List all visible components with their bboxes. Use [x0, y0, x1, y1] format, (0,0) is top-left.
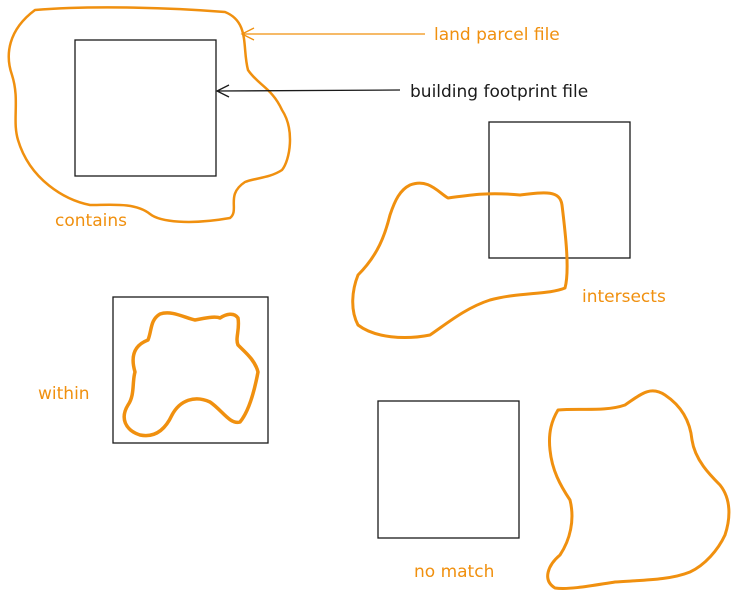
within-example: within [38, 296, 269, 444]
contains-example: contains [7, 6, 292, 231]
legend-callouts: land parcel file building footprint file [215, 25, 588, 102]
contains-building-footprint [74, 39, 217, 177]
land-parcel-arrowhead [240, 27, 255, 41]
no-match-building-footprint [377, 400, 520, 539]
building-footprint-arrowhead [215, 84, 230, 98]
contains-label: contains [55, 211, 127, 231]
intersects-example: intersects [351, 121, 666, 340]
within-land-parcel [122, 311, 260, 438]
land-parcel-label: land parcel file [434, 25, 560, 45]
intersects-label: intersects [582, 287, 666, 307]
no-match-land-parcel [546, 389, 731, 590]
no-match-label: no match [414, 562, 494, 582]
building-footprint-label: building footprint file [410, 82, 588, 102]
building-footprint-arrow-line [216, 89, 401, 92]
intersects-land-parcel [351, 181, 569, 340]
within-label: within [38, 384, 90, 404]
within-building-footprint [112, 296, 269, 444]
no-match-example: no match [377, 389, 731, 590]
intersects-building-footprint [488, 121, 631, 259]
